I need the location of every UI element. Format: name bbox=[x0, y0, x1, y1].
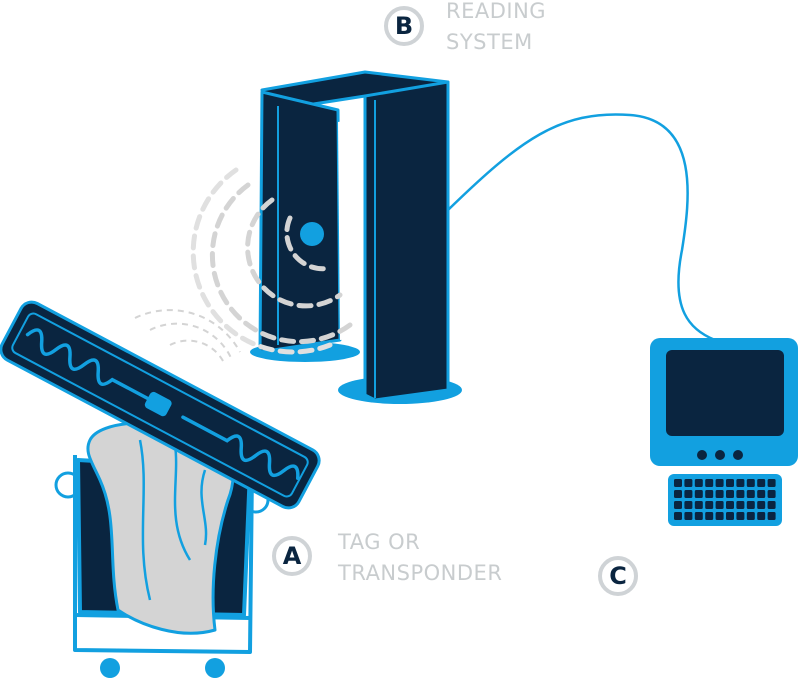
keyboard-key bbox=[767, 512, 776, 520]
keyboard-key bbox=[767, 479, 776, 487]
badge-reader: B bbox=[384, 6, 424, 46]
keyboard-key bbox=[736, 490, 745, 498]
keyboard-key bbox=[726, 490, 734, 498]
caption-reader: READING SYSTEM bbox=[446, 0, 546, 58]
keyboard-key bbox=[694, 490, 703, 498]
keyboard-key bbox=[757, 512, 766, 520]
keyboard-key bbox=[767, 501, 776, 509]
keyboard-key bbox=[736, 512, 745, 520]
keyboard-key bbox=[705, 490, 714, 498]
keyboard-key bbox=[757, 501, 766, 509]
caption-line: READING bbox=[446, 0, 547, 23]
keyboard-key bbox=[726, 512, 734, 520]
keyboard-key bbox=[746, 512, 755, 520]
keyboard-key bbox=[674, 501, 682, 509]
keyboard-key bbox=[746, 490, 755, 498]
caption-line: TAG OR bbox=[338, 530, 421, 554]
badge-letter: B bbox=[394, 12, 414, 40]
keyboard-key bbox=[674, 479, 682, 487]
keyboard-key bbox=[746, 501, 755, 509]
keyboard-key bbox=[674, 512, 682, 520]
laundry-cart-icon bbox=[54, 421, 270, 678]
badge-letter: C bbox=[609, 562, 627, 590]
keyboard-key bbox=[705, 501, 714, 509]
radio-wave-icon bbox=[190, 167, 353, 355]
keyboard-key bbox=[726, 479, 734, 487]
keyboard-key bbox=[767, 490, 776, 498]
badge-computer: C bbox=[598, 556, 638, 596]
keyboard-key bbox=[705, 479, 714, 487]
rfid-tag-icon bbox=[0, 300, 321, 510]
keyboard-key bbox=[684, 479, 693, 487]
keyboard-key bbox=[736, 479, 745, 487]
keyboard-key bbox=[705, 512, 714, 520]
keyboard-key bbox=[715, 512, 724, 520]
keyboard-key bbox=[736, 501, 745, 509]
keyboard-key bbox=[715, 490, 724, 498]
data-cable bbox=[447, 113, 716, 342]
keyboard-key bbox=[757, 479, 766, 487]
keyboard-key bbox=[694, 512, 703, 520]
keyboard-key bbox=[715, 501, 724, 509]
keyboard-key bbox=[684, 501, 693, 509]
badge-letter: A bbox=[282, 542, 302, 570]
caption-line: TRANSPONDER bbox=[338, 561, 503, 585]
tag-wave-icon bbox=[134, 309, 241, 366]
keyboard-key bbox=[746, 479, 755, 487]
keyboard-key bbox=[757, 490, 766, 498]
caption-line: SYSTEM bbox=[446, 30, 533, 54]
keyboard-key bbox=[715, 479, 724, 487]
keyboard-key bbox=[694, 479, 703, 487]
keyboard-key bbox=[684, 490, 693, 498]
keyboard-icon bbox=[668, 474, 782, 526]
keyboard-key bbox=[684, 512, 693, 520]
rfid-gate-icon bbox=[250, 70, 462, 404]
keyboard-key bbox=[674, 490, 682, 498]
computer-monitor-icon bbox=[650, 338, 798, 466]
keyboard-key bbox=[726, 501, 734, 509]
caption-tag: TAG OR TRANSPONDER bbox=[338, 527, 502, 589]
badge-tag: A bbox=[272, 536, 312, 576]
keyboard-key bbox=[694, 501, 703, 509]
